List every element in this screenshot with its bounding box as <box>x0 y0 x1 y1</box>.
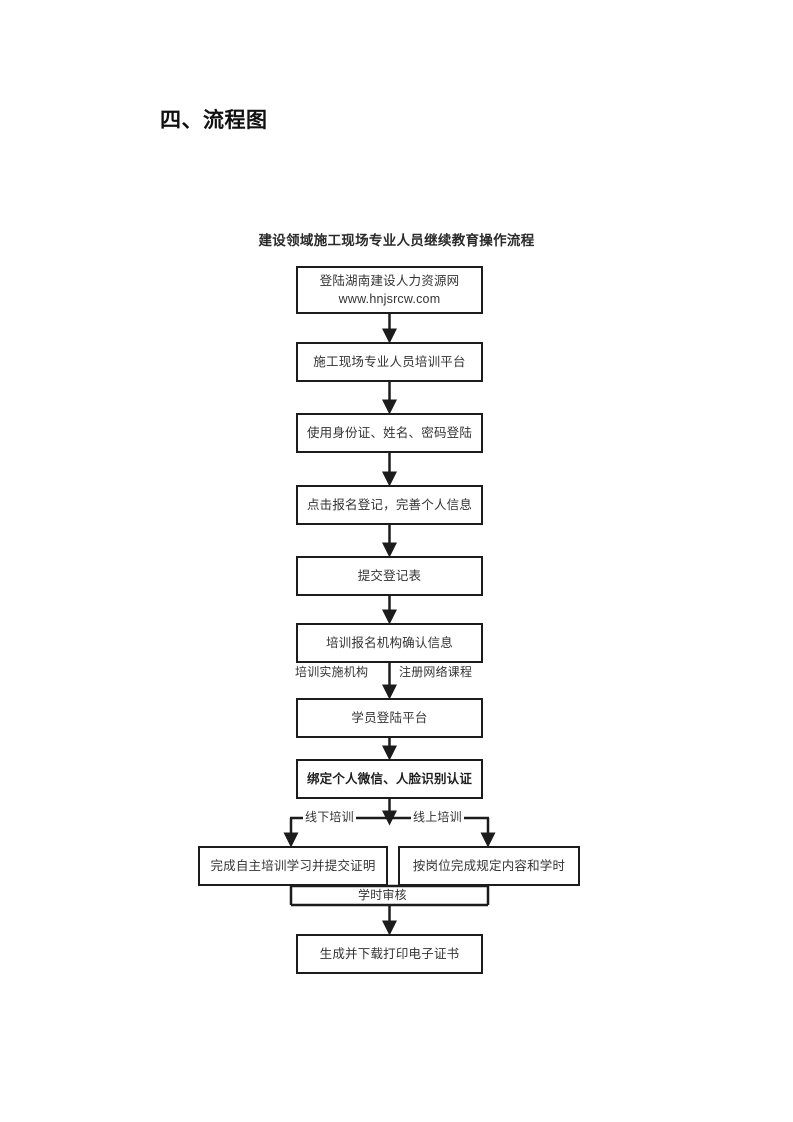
node-submit-form[interactable]: 提交登记表 <box>296 556 483 596</box>
node-bind-wechat-face[interactable]: 绑定个人微信、人脸识别认证 <box>296 759 483 799</box>
edge-label-online-training: 线上培训 <box>411 810 464 825</box>
node-org-confirm[interactable]: 培训报名机构确认信息 <box>296 623 483 663</box>
node-training-platform[interactable]: 施工现场专业人员培训平台 <box>296 342 483 382</box>
node-generate-certificate[interactable]: 生成并下载打印电子证书 <box>296 934 483 974</box>
node-registration-info[interactable]: 点击报名登记，完善个人信息 <box>296 485 483 525</box>
node-training-platform-label: 施工现场专业人员培训平台 <box>313 354 466 369</box>
section-heading: 四、流程图 <box>160 109 268 132</box>
node-login-portal-line1: 登陆湖南建设人力资源网 <box>319 273 460 288</box>
node-bind-wechat-face-label: 绑定个人微信、人脸识别认证 <box>306 771 473 786</box>
node-online-training-label: 按岗位完成规定内容和学时 <box>412 858 566 873</box>
flowchart-title: 建设领域施工现场专业人员继续教育操作流程 <box>258 233 535 248</box>
node-student-login-label: 学员登陆平台 <box>351 710 428 725</box>
node-student-login[interactable]: 学员登陆平台 <box>296 698 483 738</box>
node-submit-form-label: 提交登记表 <box>357 568 422 583</box>
edge-label-hours-audit: 学时审核 <box>356 888 409 903</box>
edge-label-offline-training: 线下培训 <box>303 810 356 825</box>
node-offline-training-label: 完成自主培训学习并提交证明 <box>210 858 376 873</box>
node-generate-certificate-label: 生成并下载打印电子证书 <box>319 946 460 961</box>
node-login-portal[interactable]: 登陆湖南建设人力资源网 www.hnjsrcw.com <box>296 266 483 314</box>
edge-label-implementing-org: 培训实施机构 <box>293 665 371 680</box>
edge-label-register-course: 注册网络课程 <box>397 665 475 680</box>
node-org-confirm-label: 培训报名机构确认信息 <box>325 635 453 650</box>
node-online-training[interactable]: 按岗位完成规定内容和学时 <box>398 846 580 886</box>
node-login-portal-url: www.hnjsrcw.com <box>338 292 441 306</box>
node-offline-training[interactable]: 完成自主培训学习并提交证明 <box>198 846 388 886</box>
node-credential-login[interactable]: 使用身份证、姓名、密码登陆 <box>296 413 483 453</box>
node-credential-login-label: 使用身份证、姓名、密码登陆 <box>306 425 473 440</box>
node-registration-info-label: 点击报名登记，完善个人信息 <box>306 497 473 512</box>
